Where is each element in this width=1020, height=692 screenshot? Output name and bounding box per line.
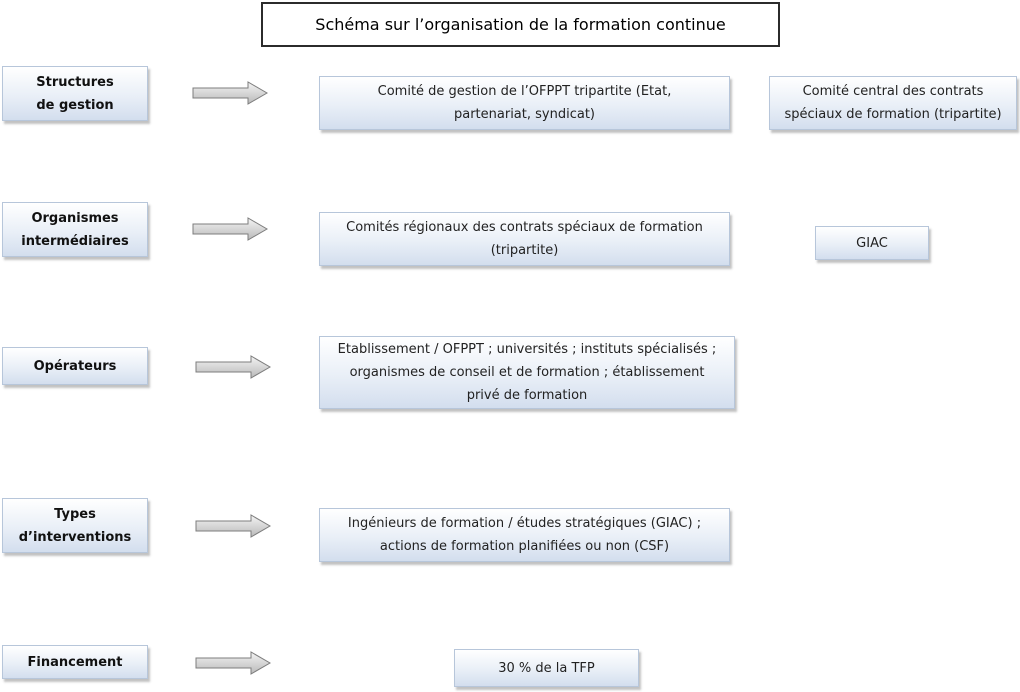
arrow-icon: [195, 355, 271, 379]
arrow-icon: [192, 217, 268, 241]
box-operateurs: Etablissement / OFPPT ; universités ; in…: [319, 336, 735, 409]
category-operateurs: Opérateurs: [2, 347, 148, 385]
category-financement: Financement: [2, 645, 148, 679]
box-comites-regionaux: Comités régionaux des contrats spéciaux …: [319, 212, 730, 266]
box-comite-central-csf: Comité central des contrats spéciaux de …: [769, 76, 1017, 130]
category-types-interventions: Types d’interventions: [2, 498, 148, 553]
box-financement: 30 % de la TFP: [454, 649, 639, 687]
box-giac: GIAC: [815, 226, 929, 260]
box-types-interventions: Ingénieurs de formation / études stratég…: [319, 508, 730, 562]
box-comite-gestion-ofppt: Comité de gestion de l’OFPPT tripartite …: [319, 76, 730, 130]
arrow-icon: [195, 651, 271, 675]
category-organismes-intermediaires: Organismes intermédiaires: [2, 202, 148, 257]
arrow-icon: [192, 81, 268, 105]
diagram-title: Schéma sur l’organisation de la formatio…: [261, 2, 780, 47]
category-structures-de-gestion: Structures de gestion: [2, 66, 148, 121]
arrow-icon: [195, 514, 271, 538]
